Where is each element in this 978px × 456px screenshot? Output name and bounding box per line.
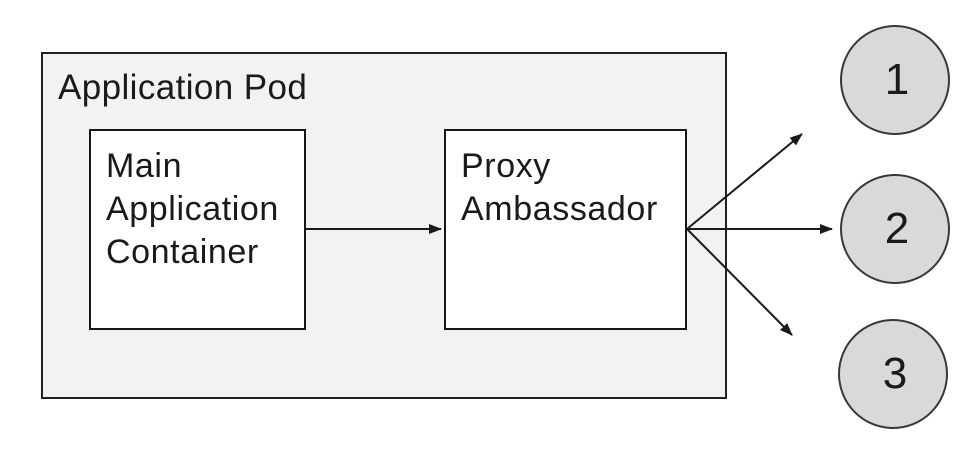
- endpoint-1-label: 1: [884, 55, 910, 104]
- proxy-ambassador-node: Proxy Ambassador: [444, 129, 687, 330]
- endpoint-node-2: 2: [840, 174, 950, 284]
- main-application-container-label: Main Application Container: [106, 147, 279, 271]
- endpoint-3-label: 3: [882, 349, 908, 398]
- main-application-container-node: Main Application Container: [89, 129, 306, 330]
- endpoint-node-1: 1: [840, 25, 950, 135]
- application-pod-label: Application Pod: [58, 68, 308, 107]
- proxy-ambassador-label: Proxy Ambassador: [461, 147, 658, 228]
- endpoint-node-3: 3: [838, 319, 948, 429]
- endpoint-2-label: 2: [884, 204, 910, 253]
